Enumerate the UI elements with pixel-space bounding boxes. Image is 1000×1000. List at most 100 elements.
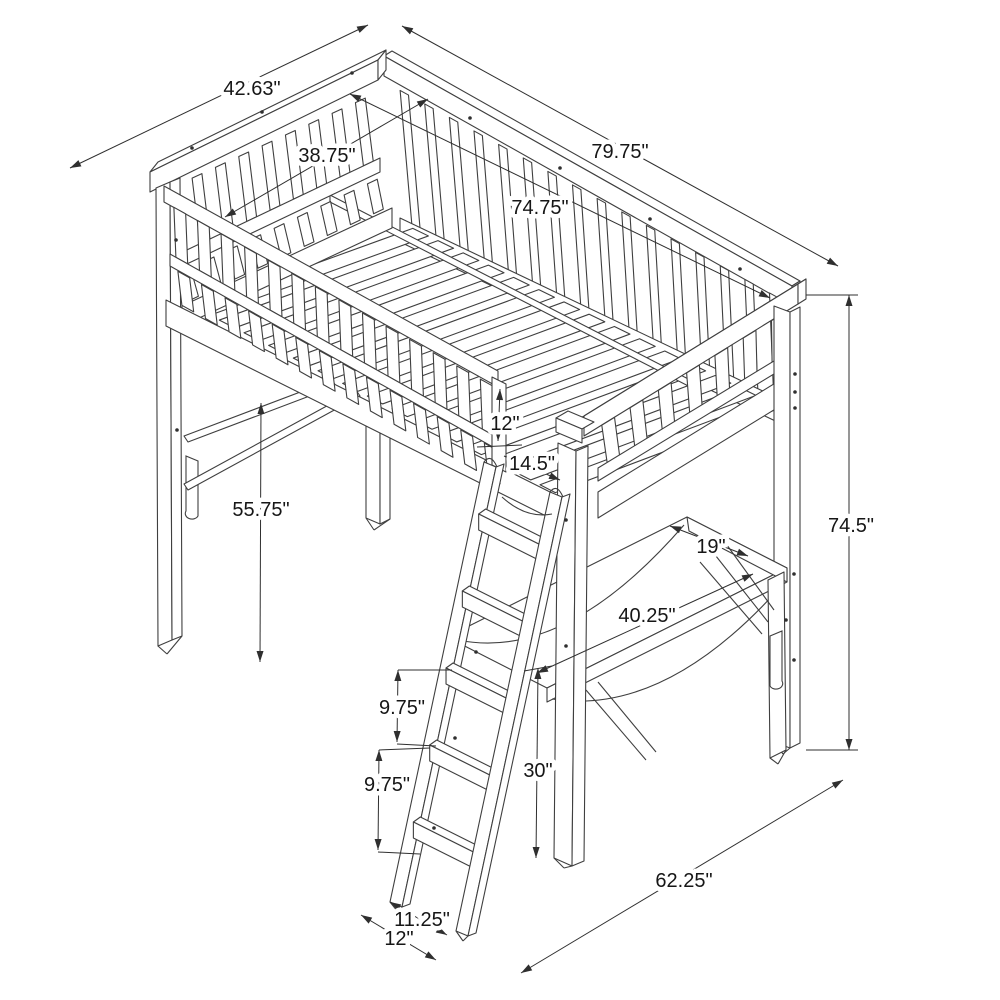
dimension-arrow bbox=[534, 668, 542, 680]
dim-label-overall-depth: 62.25" bbox=[655, 870, 712, 892]
screw-dot bbox=[468, 116, 472, 120]
headboard-lower-slat bbox=[296, 212, 315, 247]
screw-dot bbox=[564, 518, 568, 522]
dimension-arrow bbox=[416, 99, 428, 108]
edge-line bbox=[373, 518, 391, 531]
front-rail-slat bbox=[173, 206, 189, 265]
ladder-hook bbox=[549, 487, 564, 498]
headboard-lower-slat bbox=[273, 223, 292, 258]
front-lower-slat bbox=[177, 270, 195, 313]
dim-label-ladder-opening: 14.5" bbox=[509, 453, 555, 475]
edge-line bbox=[563, 865, 573, 869]
dimension-arrow bbox=[424, 951, 436, 960]
front-lower-slat bbox=[224, 297, 242, 339]
dimension-arrow bbox=[521, 964, 533, 973]
dimension-arrow bbox=[845, 739, 853, 750]
dim-label-desk-height: 30" bbox=[523, 760, 552, 782]
dim-label-overall-height: 74.5" bbox=[828, 515, 874, 537]
dimension-arrow bbox=[826, 257, 838, 266]
rear-rail-slat bbox=[522, 157, 542, 289]
front-lower-slat bbox=[271, 323, 289, 366]
dimension-arrow bbox=[374, 838, 382, 850]
edge-line bbox=[553, 857, 565, 869]
head-rear-post bbox=[365, 417, 381, 525]
dimension-arrow bbox=[361, 915, 373, 924]
dimension-labels: 42.63" 79.75" 38.75" 74.75" 12" 14.5" 55… bbox=[219, 74, 879, 955]
desk-gusset bbox=[699, 561, 763, 635]
dimension-arrow bbox=[356, 25, 368, 33]
ladder-hook-curve bbox=[501, 496, 553, 516]
dimension-arrow bbox=[350, 94, 362, 102]
desk-end bbox=[686, 516, 788, 583]
front-rail-slat bbox=[220, 233, 236, 291]
head-front-post bbox=[155, 181, 173, 647]
edge-line bbox=[462, 935, 469, 942]
dimension-arrow bbox=[256, 650, 264, 662]
dimension-arrow bbox=[741, 574, 753, 582]
rear-rail-slat bbox=[621, 211, 638, 335]
screw-dot bbox=[260, 110, 264, 114]
dim-label-headboard-width: 42.63" bbox=[223, 78, 280, 100]
dimension-arrow bbox=[758, 290, 770, 298]
rear-rail-slat bbox=[424, 103, 445, 242]
front-rail-slat bbox=[385, 325, 401, 384]
headboard-lower-slat bbox=[366, 178, 384, 215]
dimension-line bbox=[520, 779, 844, 974]
desk-leg bbox=[767, 571, 787, 759]
front-rail-slat bbox=[196, 219, 212, 278]
dimension-arrow bbox=[393, 730, 401, 742]
dimension-arrow bbox=[532, 846, 540, 858]
dimension-arrow bbox=[70, 160, 82, 168]
dimension-line bbox=[401, 25, 839, 267]
desk-gusset bbox=[711, 550, 769, 623]
dimension-arrow bbox=[548, 472, 560, 480]
front-lower-slat bbox=[318, 350, 336, 392]
front-rail-slat bbox=[409, 338, 424, 397]
edge-line bbox=[777, 749, 787, 765]
screw-dot bbox=[738, 267, 742, 271]
dimension-arrow bbox=[670, 526, 682, 534]
dimension-arrow bbox=[257, 403, 265, 415]
dim-label-inner-width: 38.75" bbox=[298, 145, 355, 167]
screw-dot bbox=[175, 428, 179, 432]
headboard-slat bbox=[261, 140, 281, 211]
rear-rail-slat bbox=[547, 170, 566, 301]
dimension-line bbox=[349, 93, 771, 299]
edge-line bbox=[157, 645, 168, 655]
headboard-lower-slat bbox=[343, 189, 361, 226]
dimension-arrow bbox=[394, 670, 402, 682]
screw-dot bbox=[174, 238, 178, 242]
dim-label-ladder-base-depth: 12" bbox=[384, 928, 413, 950]
dim-label-step-spacing-lower: 9.75" bbox=[364, 774, 410, 796]
dimension-line bbox=[360, 914, 437, 961]
dimension-line bbox=[377, 749, 380, 851]
dimension-arrow bbox=[402, 26, 414, 35]
loft-bed-line-art bbox=[149, 49, 807, 942]
front-lower-slat bbox=[436, 416, 454, 458]
dimension-line bbox=[259, 402, 262, 663]
rear-rail-slat bbox=[645, 224, 662, 347]
screw-dot bbox=[474, 650, 478, 654]
extension-line bbox=[377, 851, 421, 855]
front-lower-slat bbox=[413, 402, 430, 445]
front-rail-slat bbox=[456, 365, 472, 424]
screw-dot bbox=[564, 644, 568, 648]
dim-label-ladder-tread-depth: 11.25" bbox=[394, 909, 450, 931]
screw-dot bbox=[190, 146, 194, 150]
dim-label-step-spacing-upper: 9.75" bbox=[379, 697, 425, 719]
extension-line bbox=[378, 747, 431, 751]
dim-label-desk-depth: 19" bbox=[696, 536, 725, 558]
dimension-line bbox=[396, 669, 399, 743]
screw-dot bbox=[792, 572, 796, 576]
extension-line bbox=[476, 444, 523, 448]
rear-rail-slat bbox=[571, 184, 590, 312]
dimension-lines bbox=[69, 24, 858, 974]
dimension-line bbox=[669, 525, 749, 557]
screw-dot bbox=[793, 372, 797, 376]
extension-line bbox=[523, 665, 553, 672]
dimension-line bbox=[535, 667, 539, 859]
dimension-line bbox=[224, 98, 429, 218]
desk-gusset bbox=[597, 681, 657, 753]
